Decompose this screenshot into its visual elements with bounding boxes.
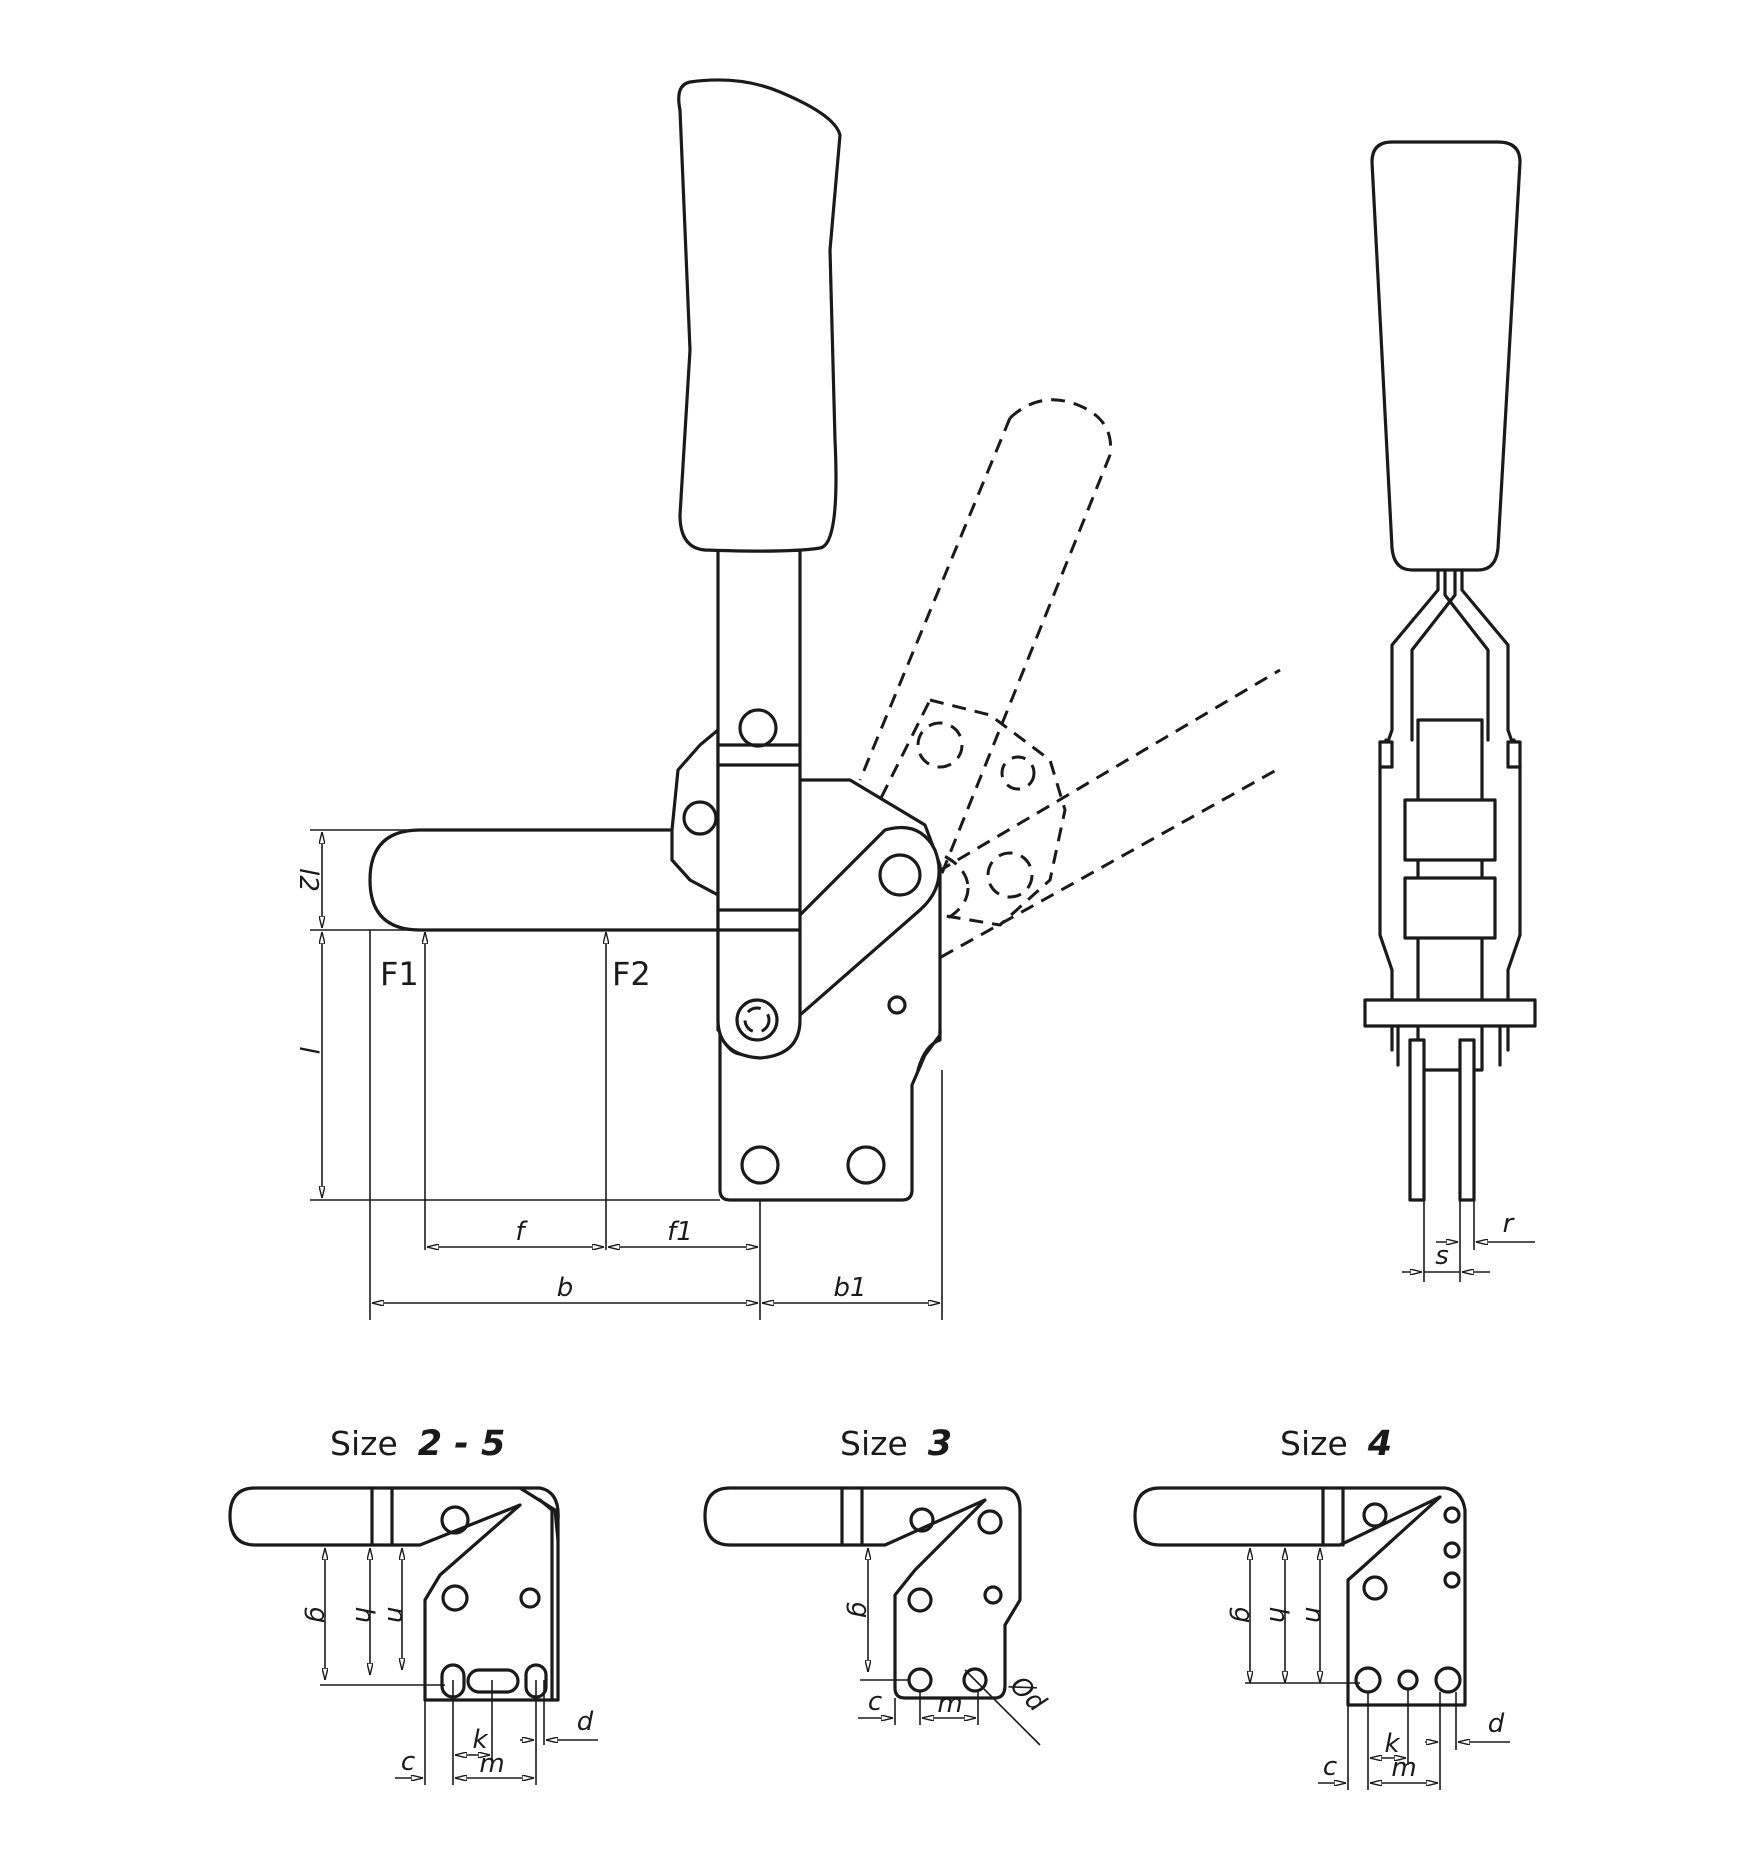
dim-d: Ød: [1003, 1670, 1051, 1718]
dim-h: h: [1263, 1607, 1293, 1623]
variant-label: Size: [330, 1424, 398, 1463]
side-view: s r: [1363, 140, 1537, 1282]
dim-f: f: [515, 1217, 528, 1247]
variant-dims: g h n k m c d: [1228, 1548, 1510, 1790]
dim-c: c: [401, 1747, 415, 1777]
mounting-hole: [740, 1145, 780, 1185]
variant-number: 3: [928, 1424, 952, 1464]
mounting-hole: [846, 1145, 886, 1185]
dim-c: c: [1323, 1752, 1337, 1782]
variant-size-4: Size 4 g h n k m: [1133, 1424, 1510, 1790]
lever-shaft: [716, 548, 802, 1060]
variant-size-3: Size 3 g c m Ød: [703, 1424, 1052, 1746]
dim-k: k: [1384, 1729, 1400, 1759]
force-f2: F2: [612, 955, 651, 993]
dim-n: n: [1299, 1607, 1329, 1623]
dim-g: g: [303, 1607, 333, 1624]
svg-text:Size 2 - 5: Size 2 - 5: [330, 1424, 505, 1464]
dim-h: h: [349, 1607, 379, 1623]
dim-f1: f1: [667, 1217, 693, 1247]
small-pin-hole: [887, 995, 907, 1015]
dim-r: r: [1503, 1209, 1516, 1239]
variant-number: 2 - 5: [418, 1424, 506, 1464]
side-cross-pin: [1363, 998, 1537, 1028]
dim-d: d: [577, 1707, 594, 1737]
lever-pivot-hole: [738, 708, 778, 748]
variant-number: 4: [1367, 1424, 1392, 1464]
dim-g: g: [1228, 1607, 1258, 1624]
variant-size-2-5: Size 2 - 5 g h n k m: [228, 1424, 598, 1785]
dim-g: g: [845, 1602, 875, 1619]
handle-grip: [677, 78, 842, 553]
dim-s: s: [1435, 1241, 1449, 1271]
dim-m: m: [479, 1749, 504, 1779]
clamp-arm: [368, 828, 722, 932]
side-handle-grip: [1370, 140, 1522, 572]
dim-d: d: [1488, 1709, 1505, 1739]
variant-label: Size: [840, 1424, 908, 1463]
svg-text:Size 4: Size 4: [1280, 1424, 1392, 1464]
force-f1: F1: [380, 955, 419, 993]
main-view: l2 l F1 F2 f f1 b b1: [293, 78, 1281, 1320]
lever-bracket: [670, 728, 720, 897]
dim-l: l: [293, 1046, 323, 1054]
dim-k: k: [472, 1725, 488, 1755]
variant-dims: g h n k m c d: [303, 1548, 598, 1785]
dim-c: c: [868, 1687, 882, 1717]
dim-n: n: [381, 1607, 411, 1623]
dim-b1: b1: [833, 1273, 866, 1303]
svg-text:Size 3: Size 3: [840, 1424, 952, 1464]
dim-l2: l2: [293, 868, 323, 892]
dim-m: m: [1391, 1753, 1416, 1783]
dim-b: b: [557, 1273, 574, 1303]
dim-m: m: [937, 1689, 962, 1719]
variant-label: Size: [1280, 1424, 1348, 1463]
